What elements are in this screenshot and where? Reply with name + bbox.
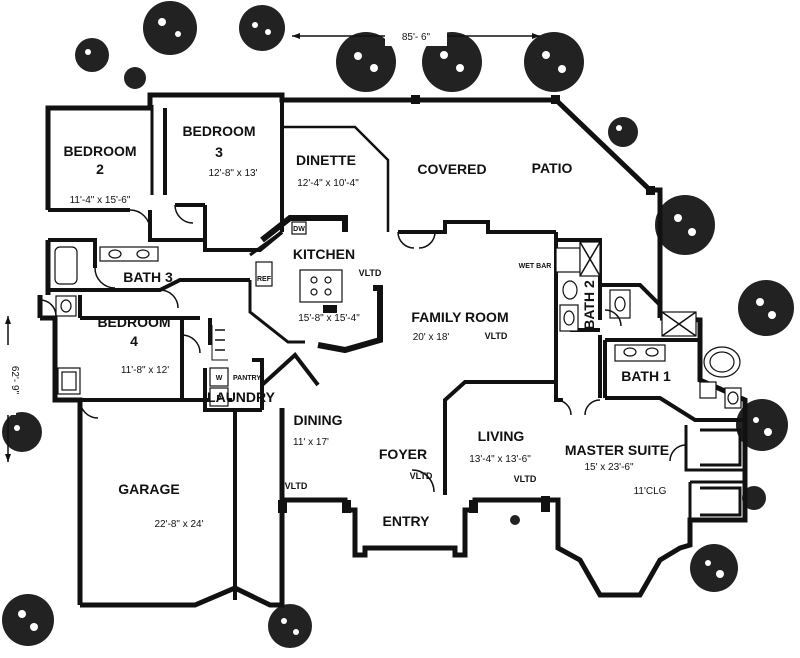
room-name: BEDROOM xyxy=(182,123,255,139)
tree-icon xyxy=(742,486,766,510)
room-bedroom-4: BEDROOM 4 11'-8" x 12' xyxy=(97,314,170,376)
room-name: BATH 3 xyxy=(123,269,173,285)
room-entry: ENTRY xyxy=(383,513,431,529)
room-size: 11'-4" x 15'-6" xyxy=(70,195,131,206)
fixtures xyxy=(54,215,742,409)
room-dinette: DINETTE 12'-4" x 10'-4" xyxy=(296,152,359,189)
dishwasher-label: DW xyxy=(293,226,305,233)
room-name: LIVING xyxy=(478,428,525,444)
tree-icon xyxy=(690,544,738,592)
tree-icon xyxy=(2,412,42,452)
room-foyer: FOYER VLTD xyxy=(379,446,433,481)
room-master-suite: MASTER SUITE 15' x 23'-6" 11'CLG xyxy=(565,442,669,497)
tree-icon xyxy=(608,117,638,147)
landscaping-trees xyxy=(2,1,794,648)
room-name: PATIO xyxy=(532,160,573,176)
width-dimension-label: 85'- 6" xyxy=(402,32,431,43)
interior-walls xyxy=(48,100,745,600)
room-name: DINETTE xyxy=(296,152,356,168)
doors xyxy=(39,204,687,493)
room-size: 22'-8" x 24' xyxy=(154,519,203,530)
room-name: COVERED xyxy=(417,161,486,177)
room-size: 13'-4" x 13'-6" xyxy=(469,454,531,465)
ceiling-note: VLTD xyxy=(485,331,508,341)
room-size: 12'-8" x 13' xyxy=(208,168,257,179)
ceiling-note: 11'CLG xyxy=(634,486,667,497)
room-family-room: FAMILY ROOM 20' x 18' VLTD WET BAR xyxy=(411,263,551,343)
tree-icon xyxy=(2,594,54,646)
room-bath-1: BATH 1 xyxy=(621,368,671,384)
room-name: KITCHEN xyxy=(293,246,355,262)
tree-icon xyxy=(124,67,146,89)
room-number: 3 xyxy=(215,144,223,160)
room-size: 11' x 17' xyxy=(293,437,329,448)
ceiling-note: VLTD xyxy=(285,481,308,491)
room-name: FAMILY ROOM xyxy=(411,309,508,325)
tree-icon xyxy=(239,5,285,51)
pantry-label: PANTRY xyxy=(233,375,261,382)
tree-icon xyxy=(336,32,396,92)
refrigerator-label: REF xyxy=(257,276,272,283)
ceiling-note: VLTD xyxy=(410,471,433,481)
room-number: 4 xyxy=(130,333,138,349)
room-bedroom-3: BEDROOM 3 12'-8" x 13' xyxy=(182,123,257,179)
tree-icon xyxy=(655,195,715,255)
depth-dimension-label: 62'- 9" xyxy=(9,366,20,395)
room-dining: DINING 11' x 17' VLTD xyxy=(285,412,343,491)
tree-icon xyxy=(422,32,482,92)
room-size: 20' x 18' xyxy=(413,332,450,343)
tree-icon xyxy=(510,515,520,525)
room-kitchen: KITCHEN VLTD 15'-8" x 15'-4" DW REF xyxy=(257,226,382,324)
room-name: BATH 1 xyxy=(621,368,671,384)
ceiling-note: VLTD xyxy=(514,474,537,484)
tree-icon xyxy=(268,604,312,648)
room-living: LIVING 13'-4" x 13'-6" VLTD xyxy=(469,428,537,484)
tree-icon xyxy=(738,280,794,336)
tree-icon xyxy=(524,32,584,92)
room-name: FOYER xyxy=(379,446,427,462)
room-name: DINING xyxy=(294,412,343,428)
room-name: BATH 2 xyxy=(581,280,597,330)
room-covered-patio: COVERED PATIO xyxy=(417,160,572,177)
room-bedroom-2: BEDROOM 2 11'-4" x 15'-6" xyxy=(63,143,136,206)
room-number: 2 xyxy=(96,161,104,177)
room-bath-3: BATH 3 xyxy=(123,269,173,285)
room-name: MASTER SUITE xyxy=(565,442,669,458)
dryer-label: D xyxy=(216,395,221,402)
room-size: 12'-4" x 10'-4" xyxy=(297,178,359,189)
tree-icon xyxy=(143,1,197,55)
room-name: GARAGE xyxy=(118,481,179,497)
wet-bar-label: WET BAR xyxy=(519,263,552,270)
tree-icon xyxy=(736,399,788,451)
room-name: BEDROOM xyxy=(97,314,170,330)
room-bath-2: BATH 2 xyxy=(581,280,597,330)
room-laundry: LAUNDRY PANTRY W D xyxy=(207,375,276,405)
room-garage: GARAGE 22'-8" x 24' xyxy=(118,481,203,530)
tree-icon xyxy=(75,38,109,72)
room-name: BEDROOM xyxy=(63,143,136,159)
room-size: 15'-8" x 15'-4" xyxy=(298,313,360,324)
room-name: ENTRY xyxy=(383,513,431,529)
washer-label: W xyxy=(216,375,223,382)
room-size: 11'-8" x 12' xyxy=(121,365,169,376)
structural-posts xyxy=(278,95,655,513)
ceiling-note: VLTD xyxy=(359,268,382,278)
room-size: 15' x 23'-6" xyxy=(584,462,634,473)
room-name: LAUNDRY xyxy=(207,389,276,405)
